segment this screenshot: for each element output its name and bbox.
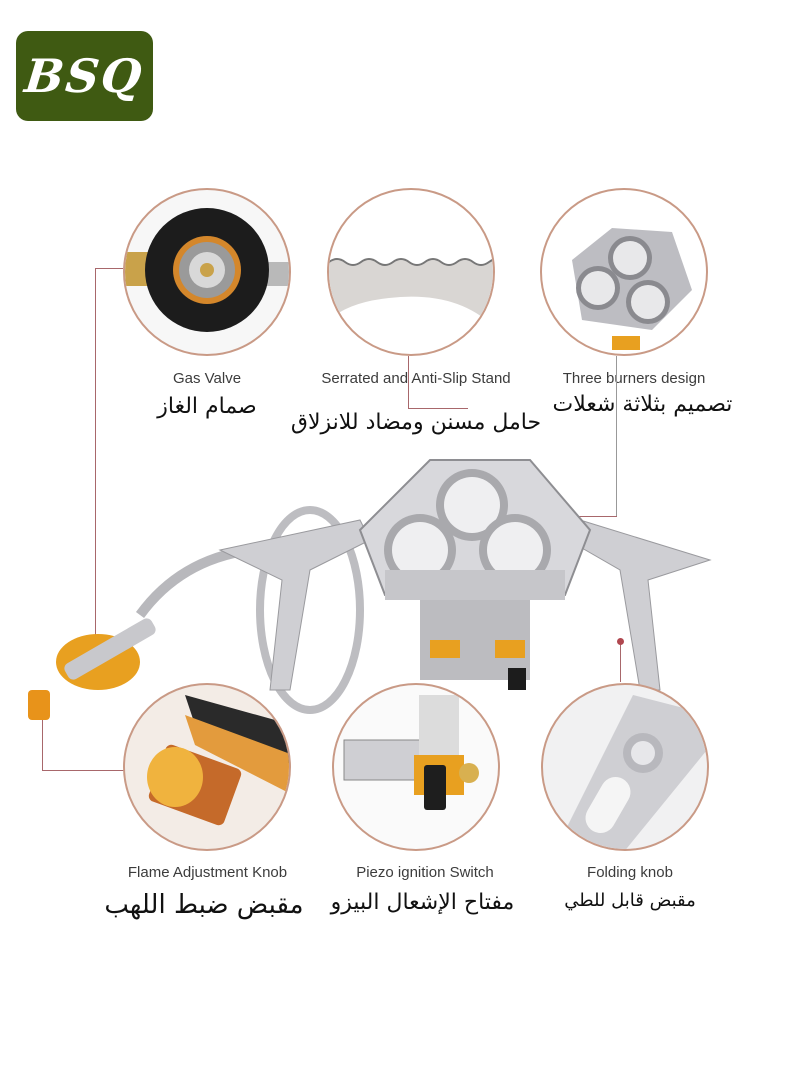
gas-valve-icon xyxy=(125,208,289,332)
gas-valve-image xyxy=(123,188,291,356)
serrated-stand-label-ar: حامل مسنن ومضاد للانزلاق xyxy=(290,410,542,435)
three-burners-image xyxy=(540,188,708,356)
callout-line xyxy=(42,770,124,771)
folding-knob-image xyxy=(541,683,709,851)
piezo-switch-icon xyxy=(343,695,479,810)
callout-line xyxy=(408,356,409,408)
stove-main-image xyxy=(28,459,712,720)
flame-knob-label-ar: مقبض ضبط اللهب xyxy=(104,890,304,920)
piezo-switch-label-ar: مفتاح الإشعال البيزو xyxy=(330,890,515,915)
callout-line xyxy=(42,712,43,770)
piezo-switch-image xyxy=(332,683,500,851)
folding-knob-icon xyxy=(563,695,707,849)
flame-knob-icon xyxy=(147,695,289,826)
gas-valve-label-ar: صمام الغاز xyxy=(157,394,257,419)
callout-dot xyxy=(617,638,624,645)
flame-knob-image xyxy=(123,683,291,851)
callout-line xyxy=(95,268,96,638)
piezo-switch-label-en: Piezo ignition Switch xyxy=(356,864,494,881)
three-burners-icon xyxy=(572,228,692,350)
brand-logo-text: BSQ xyxy=(22,49,147,103)
callout-line xyxy=(616,356,617,516)
callout-line xyxy=(620,640,621,682)
callout-line xyxy=(408,408,468,409)
serrated-stand-image xyxy=(327,188,495,356)
brand-logo: BSQ xyxy=(16,31,153,121)
serrated-stand-icon xyxy=(329,258,493,327)
serrated-stand-label-en: Serrated and Anti-Slip Stand xyxy=(321,370,511,387)
callout-line xyxy=(95,268,123,269)
folding-knob-label-ar: مقبض قابل للطي xyxy=(564,890,696,911)
three-burners-label-en: Three burners design xyxy=(562,370,706,387)
folding-knob-label-en: Folding knob xyxy=(587,864,673,881)
three-burners-label-ar: تصميم بثلاثة شعلات xyxy=(552,392,733,417)
flame-knob-label-en: Flame Adjustment Knob xyxy=(127,864,288,881)
gas-valve-label-en: Gas Valve xyxy=(172,370,242,387)
